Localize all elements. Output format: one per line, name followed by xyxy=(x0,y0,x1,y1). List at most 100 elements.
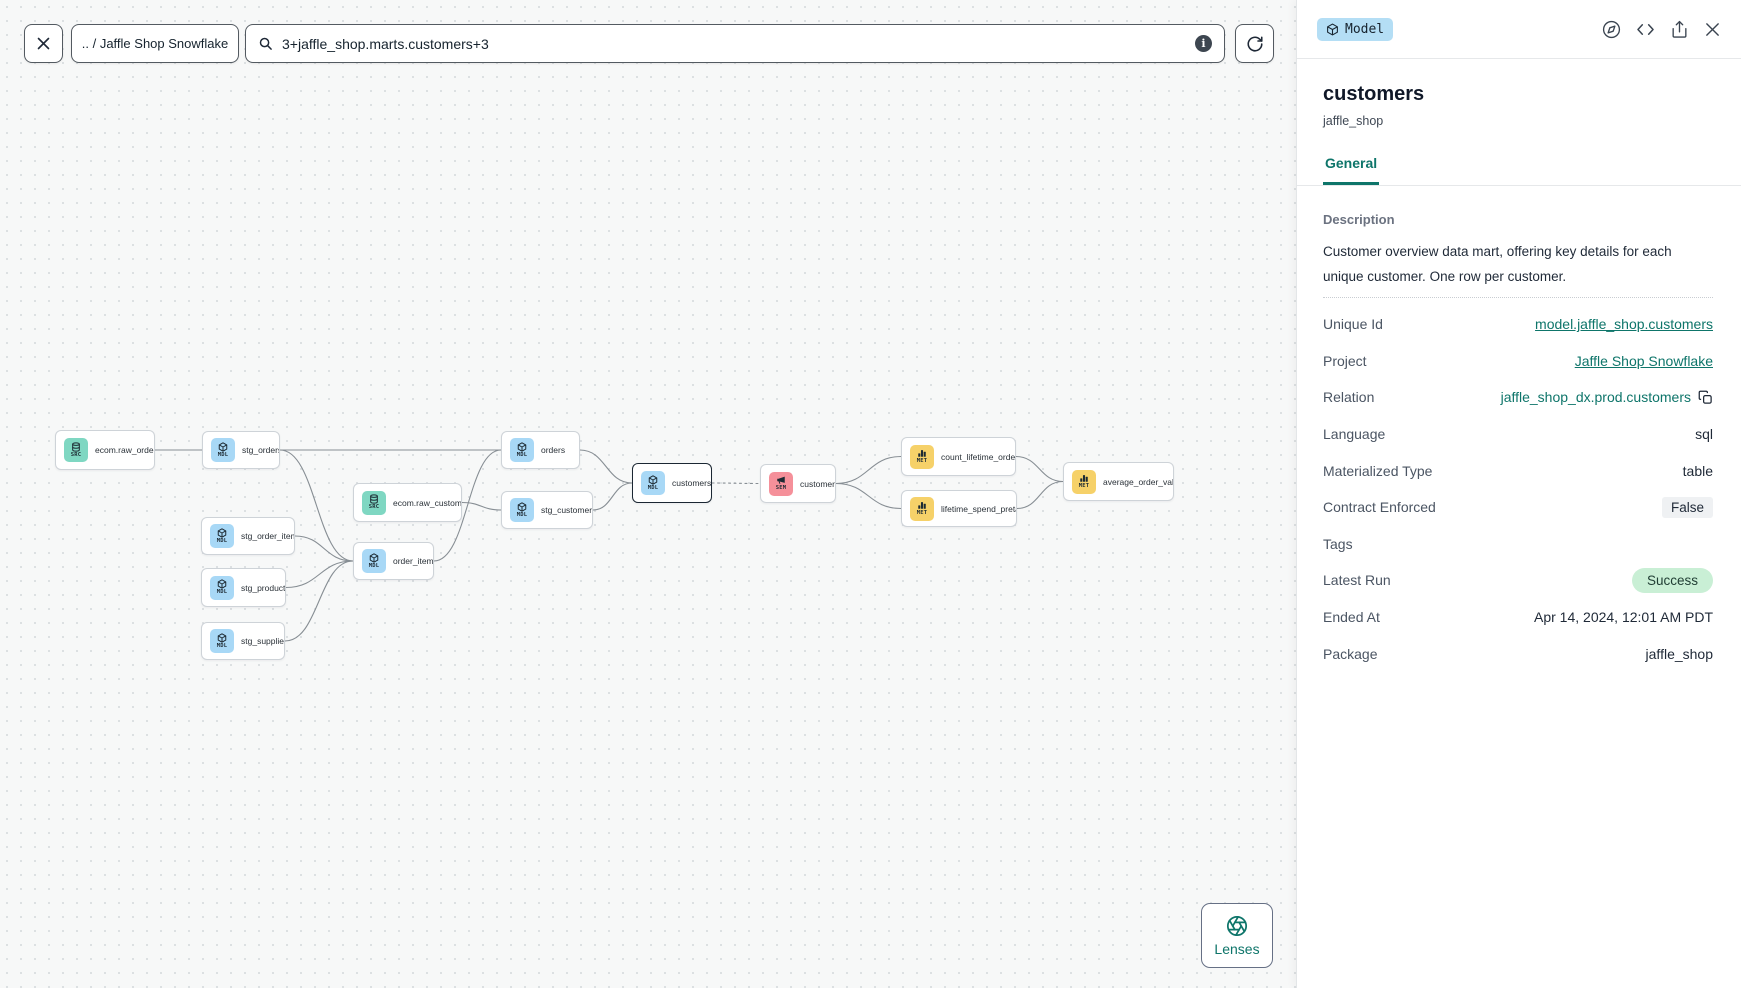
info-icon[interactable]: i xyxy=(1195,35,1212,52)
share-icon xyxy=(1672,20,1687,38)
refresh-button[interactable] xyxy=(1235,24,1274,63)
bar-chart-badge: MET xyxy=(910,444,934,469)
field-value: Apr 14, 2024, 12:01 AM PDT xyxy=(1534,609,1713,626)
cube-badge: MDL xyxy=(362,549,386,573)
breadcrumb-label: .. / Jaffle Shop Snowflake xyxy=(81,36,229,51)
field-label: Relation xyxy=(1323,389,1375,406)
megaphone-badge: SEM xyxy=(769,471,793,496)
description-text: Customer overview data mart, offering ke… xyxy=(1323,244,1672,284)
node-type-code: SRC xyxy=(368,504,380,511)
close-icon xyxy=(1706,22,1719,36)
edge-stg_order_items-to-order_items xyxy=(294,535,354,562)
explore-button[interactable] xyxy=(1602,20,1621,39)
refresh-icon xyxy=(1247,35,1263,52)
node-type-code: MDL xyxy=(217,451,229,458)
field-value: sql xyxy=(1695,426,1713,443)
bar-chart-icon xyxy=(917,448,927,458)
edge-customers_sem-to-count_lifetime_orders xyxy=(835,455,902,485)
dag-node-stg_order_items[interactable]: MDL stg_order_items xyxy=(201,517,295,555)
lenses-button[interactable]: Lenses xyxy=(1201,903,1273,968)
dag-node-customers[interactable]: MDL customers xyxy=(632,463,712,503)
field-label: Materialized Type xyxy=(1323,462,1433,479)
description-heading: Description xyxy=(1323,212,1395,227)
dag-node-stg_customers[interactable]: MDL stg_customers xyxy=(501,491,593,529)
cube-icon xyxy=(217,633,227,643)
cube-icon xyxy=(217,579,227,589)
edge-ecom_raw_customers-to-stg_customers xyxy=(461,501,502,511)
copy-icon[interactable] xyxy=(1698,390,1713,405)
node-label: stg_order_items xyxy=(241,531,294,541)
share-button[interactable] xyxy=(1670,20,1689,39)
node-type-code: MET xyxy=(916,510,928,517)
field-value-link[interactable]: Jaffle Shop Snowflake xyxy=(1574,352,1713,369)
database-icon xyxy=(71,442,81,452)
bar-chart-badge: MET xyxy=(910,496,934,521)
field-row-language: Language sql xyxy=(1323,416,1713,453)
panel-tabbar: General xyxy=(1297,155,1741,186)
search-icon xyxy=(259,37,272,50)
search-bar: i xyxy=(245,24,1225,63)
cube-badge: MDL xyxy=(210,524,234,548)
close-lineage-button[interactable] xyxy=(24,24,63,63)
edge-order_items-to-orders xyxy=(433,449,502,562)
close-panel-button[interactable] xyxy=(1704,21,1721,38)
code-icon xyxy=(1637,23,1654,35)
edge-count_lifetime_orders-to-average_order_value xyxy=(1015,455,1064,483)
bar-chart-badge: MET xyxy=(1072,469,1096,494)
database-icon xyxy=(369,494,379,504)
lenses-label: Lenses xyxy=(1214,940,1260,957)
node-label: stg_products xyxy=(241,582,286,593)
field-label: Tags xyxy=(1323,535,1353,552)
cube-badge: MDL xyxy=(641,471,665,495)
divider xyxy=(1323,297,1713,298)
field-label: Unique Id xyxy=(1323,316,1383,333)
field-value-link[interactable]: model.jaffle_shop.customers xyxy=(1535,316,1713,333)
node-type-code: MET xyxy=(916,458,928,465)
dag-node-stg_orders[interactable]: MDL stg_orders xyxy=(202,431,280,469)
node-label: stg_supplies xyxy=(241,636,285,646)
node-label: stg_orders xyxy=(242,445,280,455)
node-label: customers xyxy=(672,478,712,488)
node-label: stg_customers xyxy=(541,505,593,515)
field-label: Language xyxy=(1323,426,1386,443)
cube-icon xyxy=(369,553,379,563)
node-type-code: MDL xyxy=(216,589,228,596)
node-type-code: MET xyxy=(1078,483,1090,490)
cube-badge: MDL xyxy=(211,438,235,462)
dag-node-stg_products[interactable]: MDL stg_products xyxy=(201,568,286,607)
edge-stg_orders-to-order_items xyxy=(279,449,354,562)
edge-lifetime_spend_pretax-to-average_order_value xyxy=(1016,480,1064,510)
node-type-code: MDL xyxy=(516,451,528,458)
field-row-tags: Tags xyxy=(1323,526,1713,563)
edge-customers_sem-to-lifetime_spend_pretax xyxy=(835,482,902,510)
edge-stg_products-to-order_items xyxy=(285,560,354,589)
bar-chart-icon xyxy=(1079,473,1089,483)
page-title: customers xyxy=(1323,83,1425,105)
field-row-unique-id: Unique Id model.jaffle_shop.customers xyxy=(1323,306,1713,343)
cube-badge: MDL xyxy=(510,498,534,522)
node-type-code: SEM xyxy=(775,485,787,492)
field-label: Latest Run xyxy=(1323,572,1391,589)
view-code-button[interactable] xyxy=(1636,20,1655,39)
breadcrumb[interactable]: .. / Jaffle Shop Snowflake xyxy=(71,24,239,63)
tab-general[interactable]: General xyxy=(1323,155,1380,185)
node-type-code: MDL xyxy=(516,511,528,518)
node-label: ecom.raw_orders xyxy=(95,445,155,455)
search-input[interactable] xyxy=(282,35,1186,52)
